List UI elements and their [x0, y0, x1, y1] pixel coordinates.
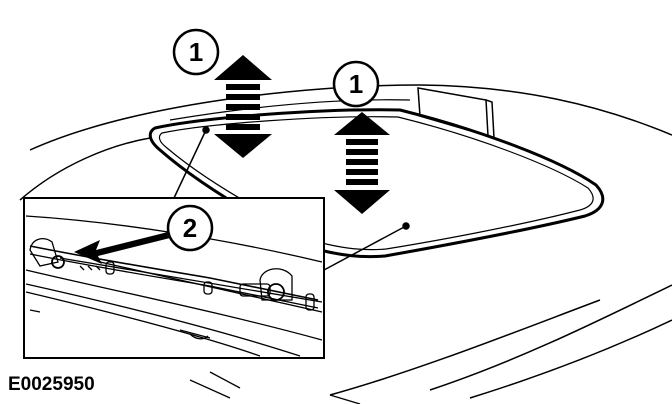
seal-inner [158, 116, 594, 251]
roof-edge-top [29, 84, 672, 151]
inset-clip-left [29, 238, 59, 267]
inset-rail-4 [25, 291, 261, 357]
figure-code: E0025950 [8, 374, 95, 395]
lift-arrow-right [334, 112, 390, 214]
inset-rail-6 [59, 257, 323, 303]
wind-deflector [417, 87, 495, 140]
lift-arrow-left [214, 55, 272, 158]
roof-edge-front [19, 137, 151, 201]
sunroof-seal [148, 99, 605, 259]
callout-1a-label: 1 [189, 37, 203, 67]
callout-1b-label: 1 [349, 69, 363, 99]
callout-1a: 1 [172, 28, 220, 76]
detail-leaders [173, 126, 410, 271]
roof-lower-line [329, 299, 601, 396]
callout-2-label: 2 [183, 213, 197, 243]
roof-right-curve-2 [469, 319, 672, 399]
inset-rail-3 [25, 283, 301, 357]
inset-pointer-arrow [74, 230, 178, 264]
inset-rail-2 [25, 269, 323, 341]
callout-1b: 1 [332, 60, 380, 108]
seal-guide-line [169, 99, 411, 121]
inset-screw-right [267, 283, 285, 301]
callout-2: 2 [166, 204, 214, 252]
roof-outline [19, 84, 672, 399]
roof-right-curve [429, 284, 672, 391]
body-lower-lines [189, 371, 361, 404]
inset-screw-left [51, 255, 65, 269]
inset-clip-right [259, 268, 293, 301]
seal-outer [148, 108, 605, 259]
inset-seal-strip [29, 245, 319, 301]
